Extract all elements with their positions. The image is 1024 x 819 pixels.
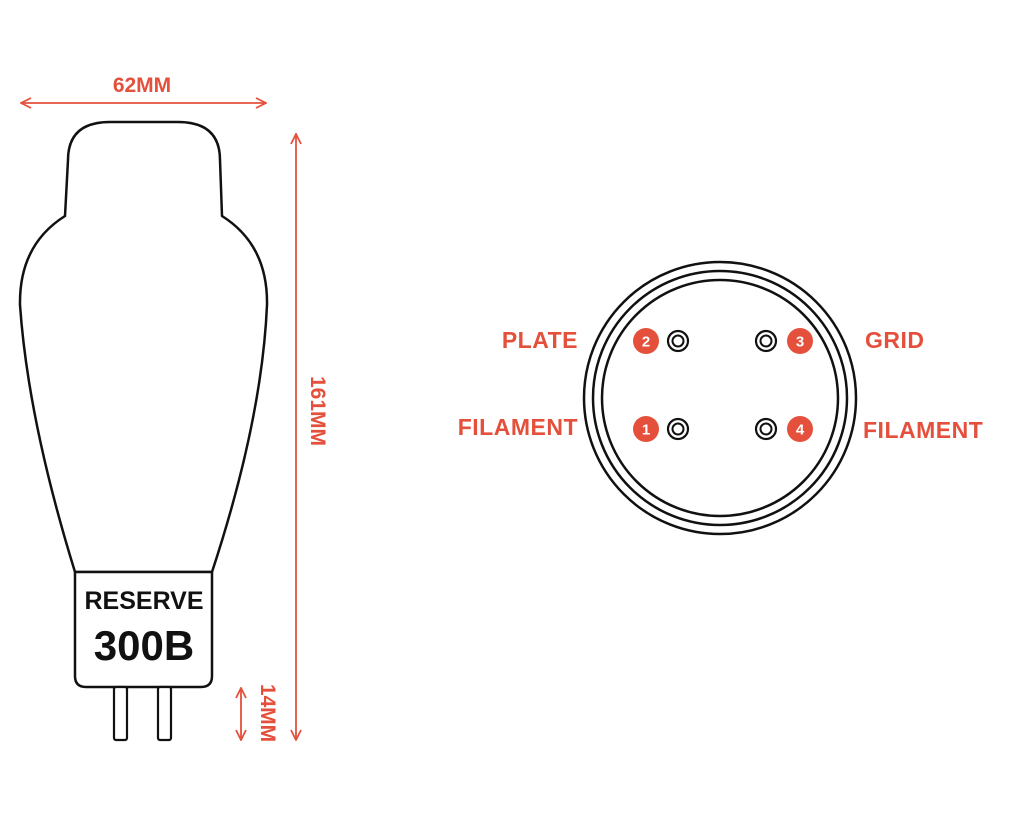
pin-length-label: 14MM [256,684,279,742]
pin-1: 1 [633,416,690,442]
pin-number: 4 [796,422,805,439]
pin-2: 2 [633,328,690,354]
pin-label-grid: GRID [865,327,925,353]
pin-badge [633,416,659,442]
tube-pin [156,685,173,742]
tube-pin [112,685,129,742]
pin-label-filament-1: FILAMENT [458,414,578,440]
pin-number: 3 [796,334,804,351]
pinout-view: 2 3 1 4 [582,260,858,536]
tube-model: 300B [94,622,194,669]
pin-4: 4 [754,416,813,442]
width-label: 62MM [113,74,171,97]
pin-badge [787,416,813,442]
pin-badge [787,328,813,354]
pin-number: 2 [642,334,650,351]
tube-base [73,570,214,689]
height-label: 161MM [306,376,329,446]
pin-3: 3 [754,328,813,354]
tube-brand: RESERVE [84,587,203,615]
pin-label-filament-4: FILAMENT [863,417,983,443]
pin-badge [633,328,659,354]
pin-number: 1 [642,422,650,439]
pin-label-plate: PLATE [502,327,578,353]
tube-bulb [18,120,269,574]
